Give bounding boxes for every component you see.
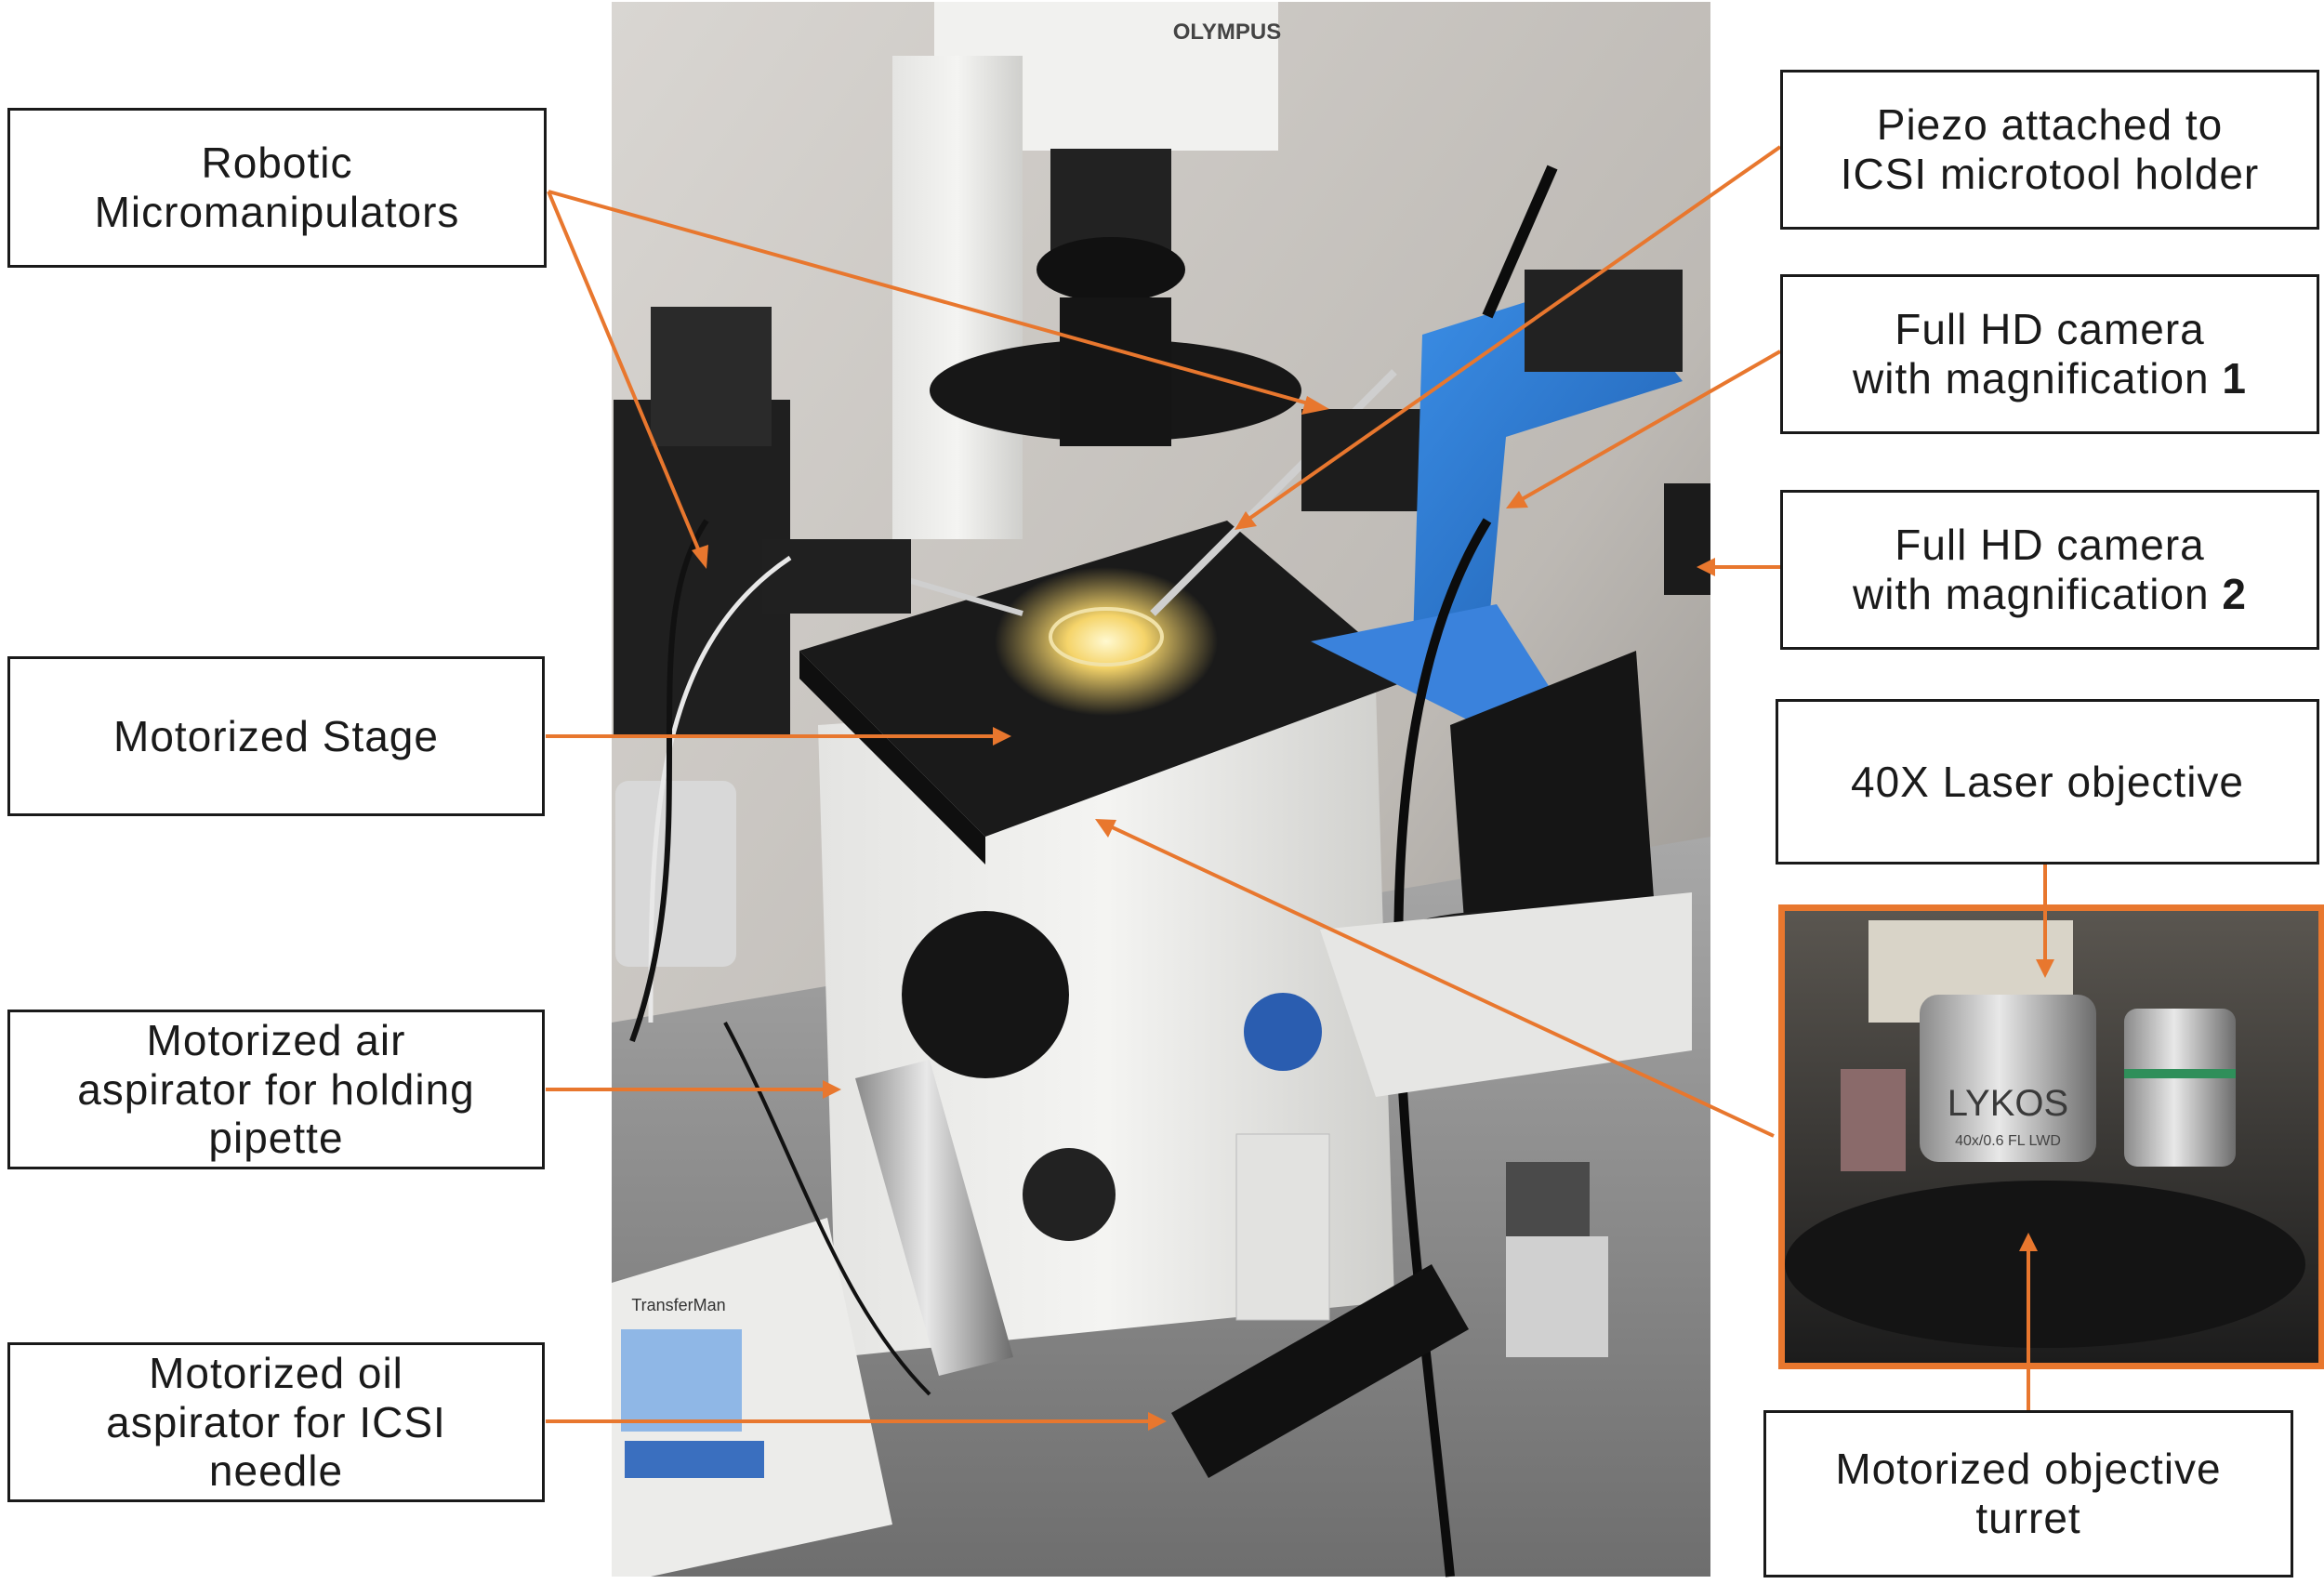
lab-photo: OLYMPUS xyxy=(612,2,1710,1577)
objective-inset-photo: LYKOS 40x/0.6 FL LWD xyxy=(1785,911,2318,1363)
arrow-objective-turret xyxy=(2019,1233,2038,1410)
label-piezo: Piezo attached to ICSI microtool holder xyxy=(1780,70,2319,230)
microscope-port xyxy=(902,911,1069,1078)
petri-dish-glow xyxy=(995,567,1218,716)
motor-bracket xyxy=(1506,1236,1608,1357)
label-motorized-stage: Motorized Stage xyxy=(7,656,545,816)
microscope-pillar xyxy=(892,56,1023,539)
label-oil-aspirator: Motorized oil aspirator for ICSI needle xyxy=(7,1342,545,1502)
cable-left-3 xyxy=(723,1022,931,1396)
transferman-screen xyxy=(621,1329,742,1432)
second-objective-barrel xyxy=(2124,1009,2236,1167)
controller-rack xyxy=(614,400,790,734)
transferman-text: TransferMan xyxy=(631,1296,725,1314)
arrow-motorized-stage xyxy=(546,727,1011,746)
arrow-oil-aspirator xyxy=(546,1412,1167,1431)
label-line: Micromanipulators xyxy=(94,188,460,236)
label-line: aspirator for ICSI xyxy=(106,1397,446,1446)
objective-engraving: LYKOS xyxy=(1948,1083,2068,1124)
arrow-piezo xyxy=(1235,145,1782,530)
arrow-laser-objective xyxy=(2036,865,2054,978)
turret-disk xyxy=(1785,1181,2305,1348)
label-line: Full HD camera xyxy=(1895,305,2205,354)
label-air-aspirator: Motorized air aspirator for holding pipe… xyxy=(7,1010,545,1169)
label-objective-turret: Motorized objective turret xyxy=(1763,1410,2293,1577)
third-objective-barrel xyxy=(1841,1069,1906,1171)
objective-spec: 40x/0.6 FL LWD xyxy=(1955,1133,2061,1149)
label-camera2: Full HD camera with magnification 2 xyxy=(1780,490,2319,650)
transferman-device xyxy=(612,1218,892,1577)
label-robotic-micromanipulators: Robotic Micromanipulators xyxy=(7,108,547,268)
objective-stripe xyxy=(2124,1069,2236,1078)
label-text: with magnification xyxy=(1853,354,2210,403)
label-line: needle xyxy=(208,1446,344,1496)
magnification-number: 1 xyxy=(2222,354,2247,403)
laser-objective-barrel xyxy=(1920,995,2096,1162)
camera-two-body xyxy=(1664,483,1710,595)
arrow-camera1 xyxy=(1506,350,1781,508)
controller-box xyxy=(651,307,772,446)
label-line: Full HD camera xyxy=(1895,521,2205,570)
label-text: with magnification xyxy=(1853,570,2210,618)
camera-one-body xyxy=(1525,270,1683,372)
annotation-arrows xyxy=(546,145,2054,1431)
inset-frame xyxy=(1778,904,2324,1369)
label-line: pipette xyxy=(208,1114,344,1163)
arrow-camera2 xyxy=(1697,558,1780,576)
cable-left-2 xyxy=(629,519,709,1043)
right-base xyxy=(1320,892,1692,1097)
manipulator-block xyxy=(762,539,911,614)
lab-device-left xyxy=(615,781,736,967)
arrow-air-aspirator xyxy=(546,1080,841,1099)
oil-aspirator-device xyxy=(1171,1264,1469,1478)
air-aspirator-device xyxy=(855,1060,1013,1376)
label-line: aspirator for holding xyxy=(77,1064,475,1114)
olympus-badge xyxy=(1244,993,1322,1071)
camera-cable xyxy=(1482,165,1558,319)
label-line: Robotic xyxy=(201,139,353,188)
arrow-micromanipulators-left xyxy=(547,191,708,569)
label-line: ICSI microtool holder xyxy=(1840,150,2260,198)
control-panel xyxy=(1235,1133,1330,1321)
label-camera1: Full HD camera with magnification 1 xyxy=(1780,274,2319,434)
condenser-lens xyxy=(1037,237,1185,302)
label-line: with magnification 2 xyxy=(1853,570,2247,619)
label-line: Motorized air xyxy=(146,1015,406,1064)
stage-edge xyxy=(799,651,985,865)
magnification-number: 2 xyxy=(2222,570,2247,618)
microscope-knob xyxy=(1023,1148,1116,1241)
arrow-inset-to-turret xyxy=(1095,819,1775,1138)
label-line: 40X Laser objective xyxy=(1850,757,2245,806)
olympus-brand-text: OLYMPUS xyxy=(1173,20,1281,45)
blue-camera-base xyxy=(1311,604,1562,725)
condenser-arm xyxy=(1060,297,1171,446)
petri-dish xyxy=(1049,607,1164,667)
label-line: turret xyxy=(1975,1494,2081,1542)
label-line: Motorized oil xyxy=(149,1348,403,1397)
label-line: Motorized Stage xyxy=(113,711,439,760)
transferman-keypad xyxy=(625,1441,764,1478)
arrow-micromanipulators-right xyxy=(548,190,1329,415)
label-line: Motorized objective xyxy=(1835,1445,2222,1494)
label-line: Piezo attached to xyxy=(1876,100,2224,150)
label-laser-objective: 40X Laser objective xyxy=(1776,699,2319,865)
label-line: with magnification 1 xyxy=(1853,354,2247,403)
